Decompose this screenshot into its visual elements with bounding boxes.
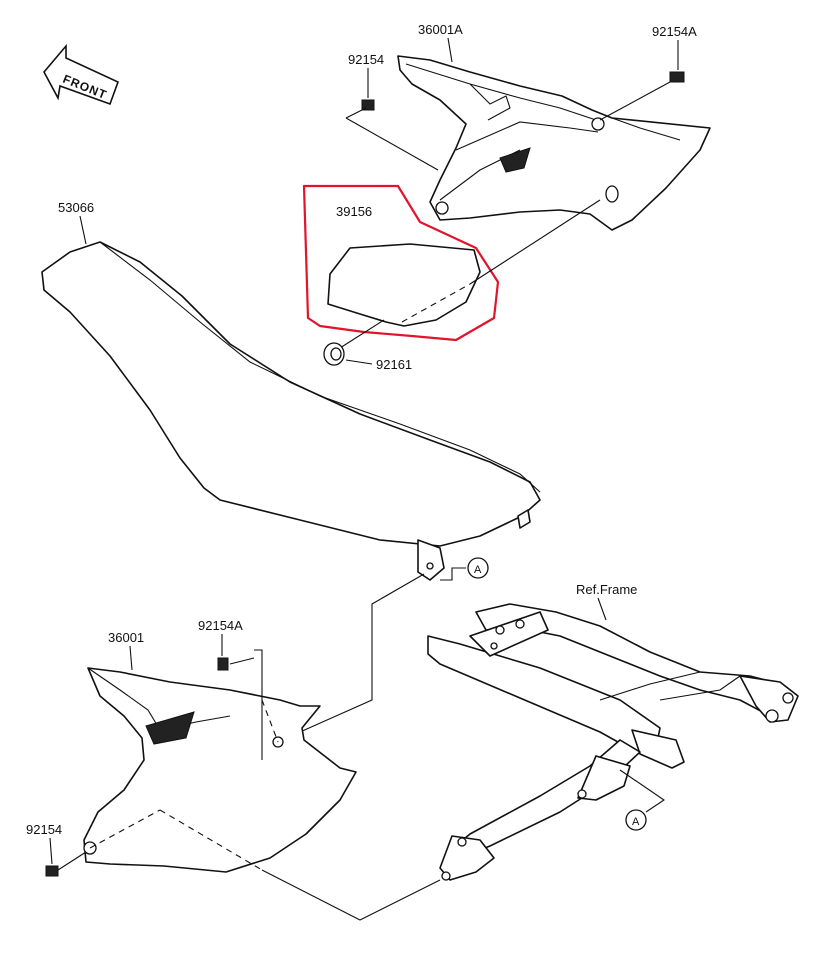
label-92154a-lower: 92154A — [198, 618, 243, 633]
label-92154-upper: 92154 — [348, 52, 384, 67]
label-92154-lower: 92154 — [26, 822, 62, 837]
label-36001: 36001 — [108, 630, 144, 645]
damper-92161[interactable] — [323, 342, 345, 366]
label-92154a-rear: 92154A — [652, 24, 697, 39]
rear-frame — [427, 603, 799, 881]
seat-53066[interactable] — [41, 241, 541, 581]
label-a-bottom: A — [632, 816, 640, 828]
label-39156: 39156 — [336, 204, 372, 219]
label-53066: 53066 — [58, 200, 94, 215]
pad-39156[interactable] — [327, 243, 481, 327]
label-ref-frame: Ref.Frame — [576, 582, 637, 597]
label-a-top: A — [474, 564, 482, 576]
label-92161: 92161 — [376, 357, 412, 372]
highlight-region — [302, 184, 500, 342]
bolt-icon — [361, 99, 375, 111]
marker-a-bottom — [625, 809, 647, 831]
label-36001a: 36001A — [418, 22, 463, 37]
bolt-icon — [217, 657, 229, 671]
bolt-icon — [669, 71, 685, 83]
front-arrow-icon: FRONT — [43, 43, 120, 106]
marker-a-top — [467, 557, 489, 579]
side-cover-right[interactable] — [397, 55, 711, 231]
bolt-icon — [45, 865, 59, 877]
side-cover-left[interactable] — [83, 667, 357, 873]
